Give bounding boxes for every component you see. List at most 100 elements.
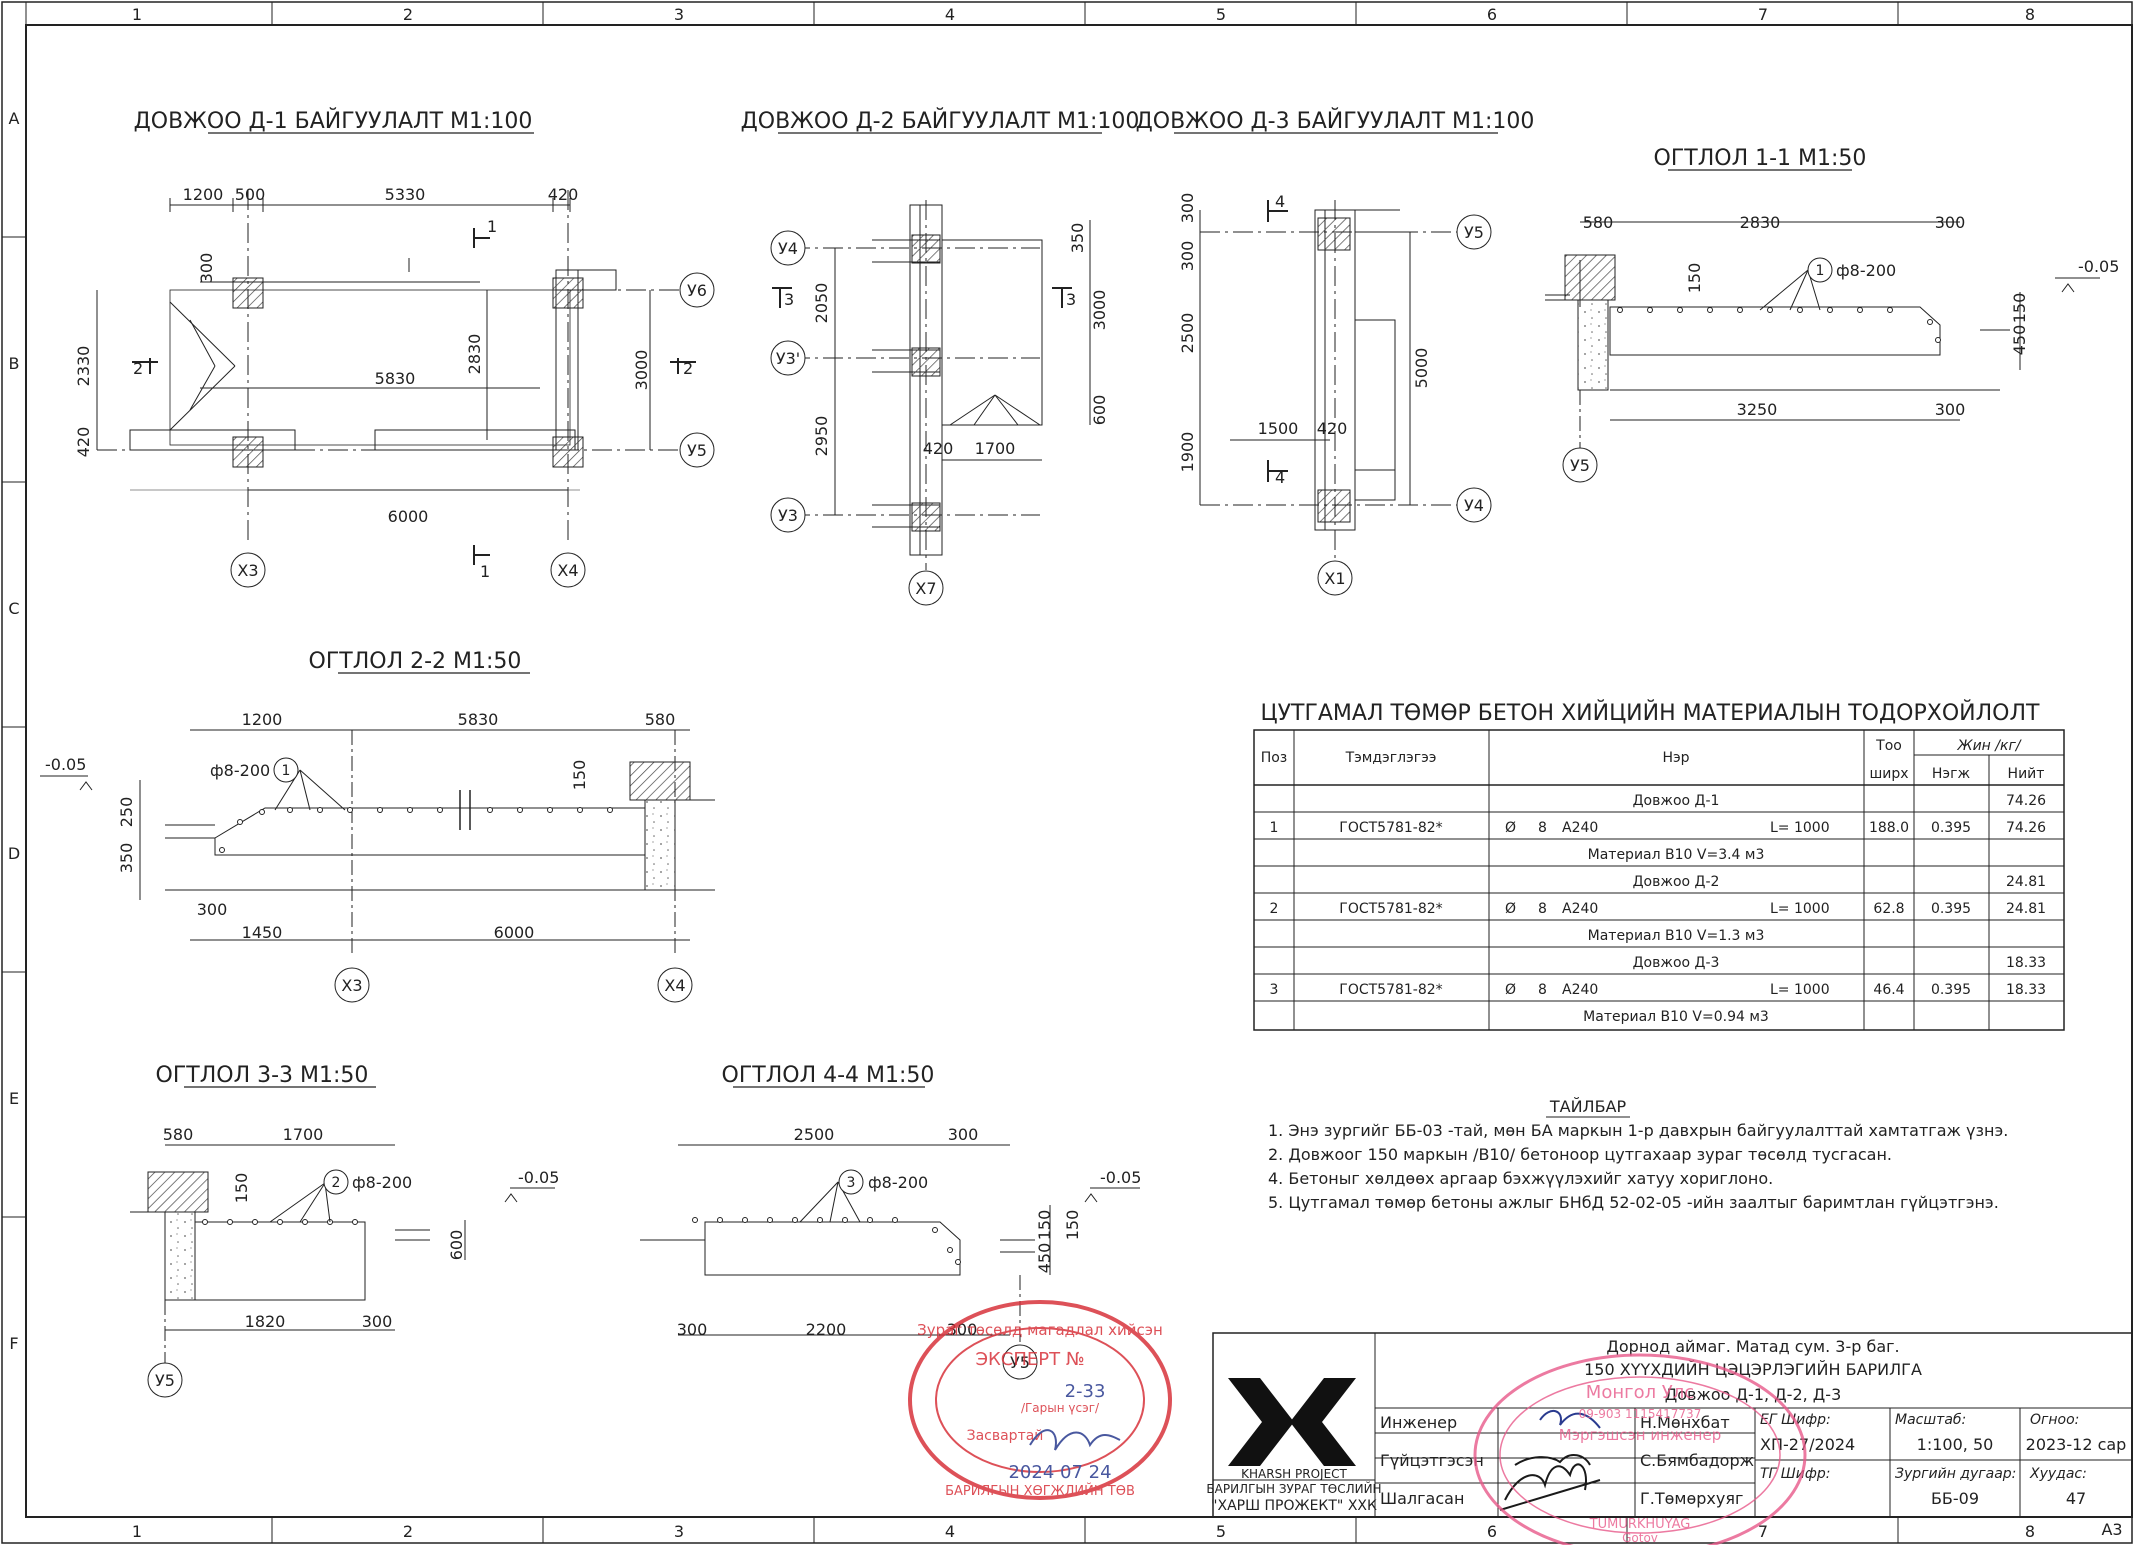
dim-text: 2050 <box>812 283 831 324</box>
section-cut-mark <box>772 287 792 308</box>
cut-label: 2 <box>683 359 693 378</box>
grid-row-label: A <box>9 109 20 128</box>
spec-cell: 3 <box>1270 982 1279 998</box>
role-label: Гүйцэтгэсэн <box>1380 1451 1484 1470</box>
spec-cell: L= 1000 <box>1770 820 1830 836</box>
svg-text:У5: У5 <box>1570 456 1590 475</box>
dim-text: 150 <box>1063 1210 1082 1241</box>
cut-label: 2 <box>133 359 143 378</box>
spec-header: Нэгж <box>1932 766 1971 782</box>
dim-text: 350 <box>117 843 136 874</box>
dim-text: 1700 <box>283 1125 324 1144</box>
scale-label: Масштаб: <box>1895 1412 1966 1428</box>
dim-text: 6000 <box>388 507 429 526</box>
spec-cell: 24.81 <box>2006 874 2046 890</box>
spec-cell: 8 <box>1538 820 1547 836</box>
dim-text: 5330 <box>385 185 426 204</box>
dim-text: 350 <box>1068 223 1087 254</box>
person-name: Г.Төмөрхуяг <box>1640 1489 1743 1508</box>
dim-text: 150 <box>232 1173 251 1204</box>
dim-text: 300 <box>197 900 228 919</box>
svg-text:У5: У5 <box>1464 223 1484 242</box>
axis-marker: У3 <box>770 497 806 533</box>
spec-cell: 24.81 <box>2006 901 2046 917</box>
dim-text: 300 <box>1178 193 1197 224</box>
stamp-text: /Гарын үсэг/ <box>1021 1401 1100 1415</box>
spec-cell: Материал В10 V=0.94 м3 <box>1583 1009 1769 1025</box>
section-cut-mark <box>473 545 490 565</box>
spec-cell: Довжоо Д-2 <box>1633 874 1720 890</box>
stamp-text: Засвартай <box>967 1428 1044 1444</box>
cut-label: 3 <box>1066 290 1076 309</box>
cut-label: 1 <box>480 562 490 581</box>
spec-cell: Материал В10 V=3.4 м3 <box>1588 847 1765 863</box>
svg-text:У4: У4 <box>1464 496 1484 515</box>
dim-text: 420 <box>548 185 579 204</box>
section-cut-mark <box>132 358 158 374</box>
svg-text:Х3: Х3 <box>341 976 362 995</box>
svg-text:У5: У5 <box>155 1371 175 1390</box>
grid-row-label: F <box>9 1334 18 1353</box>
spec-table-title: ЦУТГАМАЛ ТӨМӨР БЕТОН ХИЙЦИЙН МАТЕРИАЛЫН … <box>1261 700 2040 726</box>
dim-text: 3000 <box>632 350 651 391</box>
spec-cell: 0.395 <box>1931 820 1971 836</box>
note-item: 1. Энэ зургийг ББ-03 -тай, мөн БА маркын… <box>1268 1121 2008 1140</box>
plan-d2-title: ДОВЖОО Д-2 БАЙГУУЛАЛТ М1:100 <box>741 108 1140 134</box>
plan-d1: ДОВЖОО Д-1 БАЙГУУЛАЛТ М1:100 <box>74 108 715 588</box>
svg-text:У5: У5 <box>1010 1353 1030 1372</box>
spec-cell: 2 <box>1270 901 1279 917</box>
plan-d1-title: ДОВЖОО Д-1 БАЙГУУЛАЛТ М1:100 <box>134 108 533 134</box>
dim-text: 1200 <box>183 185 224 204</box>
dim-text: 150 <box>2010 293 2029 324</box>
page-label: Хуудас: <box>2029 1466 2087 1482</box>
dim-text: 450 <box>2010 325 2029 356</box>
section-cut-mark <box>1267 460 1288 482</box>
svg-text:Х3: Х3 <box>237 561 258 580</box>
cut-label: 4 <box>1275 468 1285 487</box>
section-2-2: ОГТЛОЛ 2-2 М1:50 1 ф8-200 1200 5830 580 … <box>40 649 715 1003</box>
stamp-text: ЭКСПЕРТ № <box>975 1349 1084 1370</box>
spec-cell: 8 <box>1538 982 1547 998</box>
company-logo: KHARSH PROJECT <box>1228 1378 1356 1481</box>
dim-text: 420 <box>1317 419 1348 438</box>
stamp-text: Мэргэшсэн инженер <box>1559 1426 1721 1444</box>
dim-text: 3000 <box>1090 290 1109 331</box>
axis-marker: Х3 <box>334 967 370 1003</box>
grid-col-label: 6 <box>1487 1522 1497 1541</box>
scale-value: 1:100, 50 <box>1917 1435 1994 1454</box>
spec-header: Тэмдэглэгээ <box>1345 750 1437 766</box>
signature-marks <box>1499 1410 1601 1511</box>
spec-cell: Ø <box>1505 901 1516 917</box>
axis-marker: У5 <box>147 1362 183 1398</box>
plan-d3: ДОВЖОО Д-3 БАЙГУУЛАЛТ М1:100 300 300 250… <box>1136 108 1534 596</box>
axis-marker: Х4 <box>550 552 586 588</box>
grid-col-label: 8 <box>2025 5 2035 24</box>
dim-text: 5000 <box>1412 348 1431 389</box>
dim-text: 1820 <box>245 1312 286 1331</box>
date-label: Огноо: <box>2030 1412 2079 1428</box>
dim-text: 300 <box>677 1320 708 1339</box>
spec-cell: Материал В10 V=1.3 м3 <box>1588 928 1765 944</box>
dim-text: 2830 <box>1740 213 1781 232</box>
note-item: 5. Цутгамал төмөр бетоны ажлыг БНбД 52-0… <box>1268 1193 1999 1212</box>
engineer-oval-stamp: Монгол Улс 09-903 1115417737 Мэргэшсэн и… <box>1473 1353 1807 1545</box>
svg-text:У3: У3 <box>778 506 798 525</box>
company-name-line1: БАРИЛГЫН ЗУРАГ ТӨСЛИЙН <box>1206 1481 1381 1496</box>
rebar-label: ф8-200 <box>210 761 270 780</box>
axis-marker: У5 <box>679 432 715 468</box>
grid-col-label: 1 <box>132 1522 142 1541</box>
tg-code-label: ТГ Шифр: <box>1760 1466 1830 1482</box>
svg-text:Х1: Х1 <box>1324 569 1345 588</box>
dim-text: 450 <box>1035 1243 1054 1274</box>
dim-text: 250 <box>117 797 136 828</box>
spec-cell: А240 <box>1562 982 1598 998</box>
spec-row-lines <box>1254 811 2064 1002</box>
spec-header: Поз <box>1261 750 1288 766</box>
person-name: Н.Мөнхбат <box>1640 1413 1730 1432</box>
axis-marker: У4 <box>1456 487 1492 523</box>
grid-col-label: 5 <box>1216 5 1226 24</box>
grid-col-label: 7 <box>1758 5 1768 24</box>
axis-marker: У5 <box>1562 447 1598 483</box>
sheet-size-label: A3 <box>2101 1520 2122 1539</box>
